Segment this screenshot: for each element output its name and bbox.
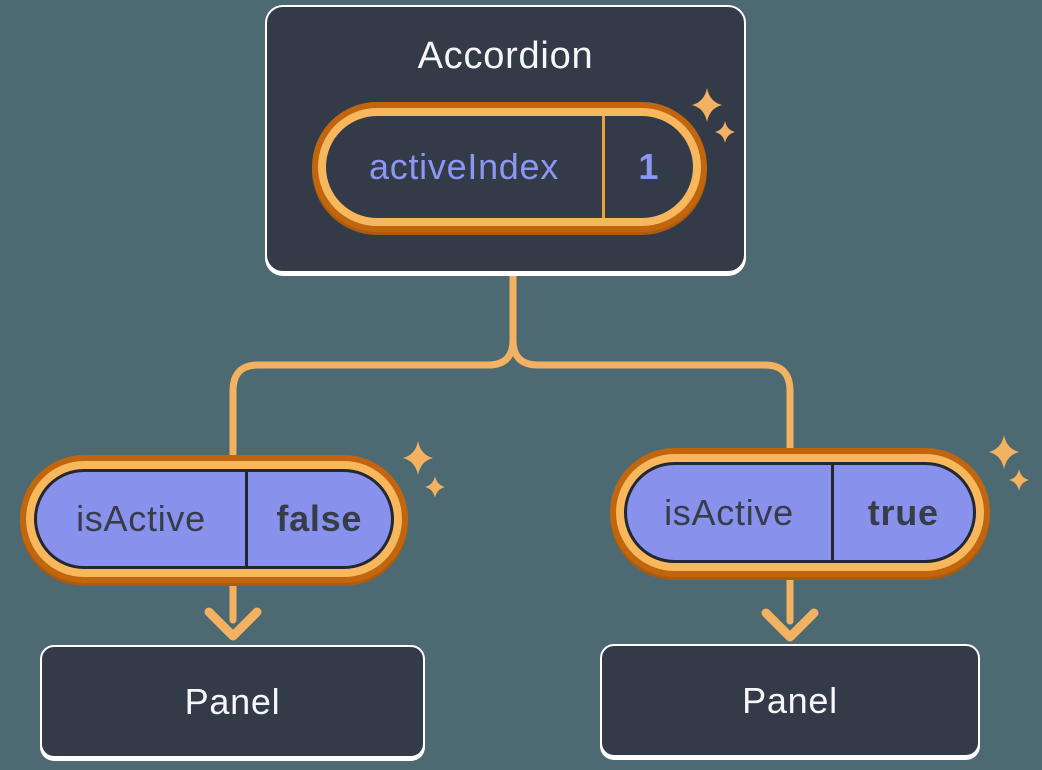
sparkle-icon — [989, 435, 1019, 469]
state-pill-ring: activeIndex 1 — [318, 108, 701, 226]
prop-pill-isactive-true: isActive true — [610, 448, 990, 577]
prop-pill-ring: isActive true — [616, 454, 984, 571]
prop-name: isActive — [76, 498, 206, 539]
sparkle-icon — [1009, 469, 1029, 491]
accordion-title: Accordion — [417, 35, 594, 77]
panel-box-left: Panel — [40, 645, 425, 758]
prop-pill-isactive-false: isActive false — [20, 455, 408, 583]
connector-branch-left — [229, 267, 517, 460]
prop-pill-divider — [245, 472, 248, 566]
prop-name: isActive — [664, 491, 794, 533]
prop-pill-ring: isActive false — [26, 461, 402, 577]
state-pill-divider — [602, 116, 605, 218]
sparkle-icon — [425, 476, 445, 498]
state-name: activeIndex — [368, 146, 560, 187]
sparkle-icon — [403, 441, 433, 475]
state-value: 1 — [638, 146, 660, 187]
accordion-component-box: Accordion activeIndex 1 — [265, 5, 746, 273]
arrow-left-head-icon — [204, 607, 262, 641]
arrow-right-head-icon — [761, 608, 819, 642]
prop-pill-body: isActive true — [624, 462, 976, 563]
prop-pill-divider — [831, 465, 834, 560]
prop-value: false — [276, 498, 363, 539]
state-pill-body: activeIndex 1 — [326, 116, 693, 218]
connector-branch-right — [509, 267, 794, 453]
prop-value: true — [867, 491, 939, 533]
state-pill: activeIndex 1 — [312, 102, 707, 232]
panel-box-right: Panel — [600, 644, 980, 757]
prop-pill-body: isActive false — [34, 469, 394, 569]
